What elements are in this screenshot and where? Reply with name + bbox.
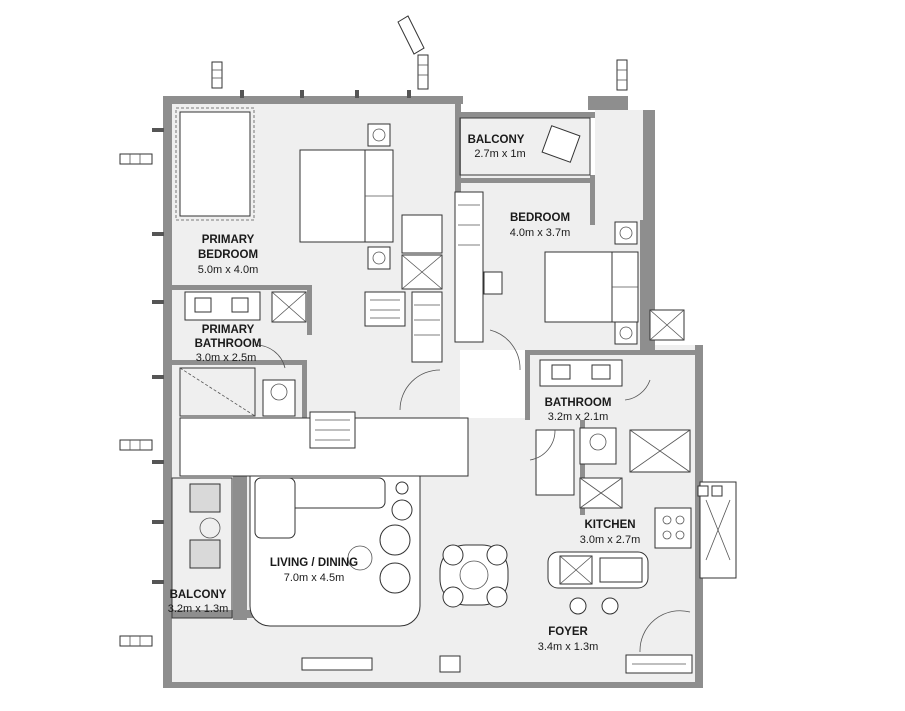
balcony-left-dims: 3.2m x 1.3m [168,603,229,615]
balcony-top-label: BALCONY [468,134,525,146]
primary-bathroom-label-1: PRIMARY [202,324,255,336]
primary-bathroom-fixtures [179,291,307,417]
kitchen-fixtures [547,477,737,615]
primary-bedroom-label-2: BEDROOM [198,249,258,261]
balcony-top-dims: 2.7m x 1m [474,148,525,160]
left-balcony-furniture [171,477,233,619]
room-labels: PRIMARY BEDROOM 5.0m x 4.0m BEDROOM 4.0m… [168,134,641,653]
counter-area [179,411,469,477]
living-dining-furniture [249,475,509,673]
bathroom-dims: 3.2m x 2.1m [548,411,609,423]
bedroom-label: BEDROOM [510,212,570,224]
bathroom-label: BATHROOM [545,397,612,409]
balcony-left-label: BALCONY [170,589,227,601]
foyer-dims: 3.4m x 1.3m [538,641,599,653]
exterior-units [119,15,628,647]
walls [163,96,703,688]
foyer-label: FOYER [548,626,588,638]
living-dining-dims: 7.0m x 4.5m [284,572,345,584]
window-marks [152,90,411,584]
living-dining-label: LIVING / DINING [270,557,358,569]
kitchen-label: KITCHEN [584,519,635,531]
top-balcony-furniture [459,117,591,176]
doors [254,329,651,461]
primary-bathroom-label-2: BATHROOM [195,338,262,350]
primary-bedroom-dims: 5.0m x 4.0m [198,264,259,276]
bedroom-dims: 4.0m x 3.7m [510,227,571,239]
foyer-fixtures [625,610,693,674]
primary-bedroom-furniture [175,107,443,363]
bedroom-furniture [454,191,639,345]
bathroom-fixtures [535,309,691,496]
primary-bathroom-dims: 3.0m x 2.5m [196,352,257,364]
primary-bedroom-label-1: PRIMARY [202,234,255,246]
kitchen-dims: 3.0m x 2.7m [580,534,641,546]
